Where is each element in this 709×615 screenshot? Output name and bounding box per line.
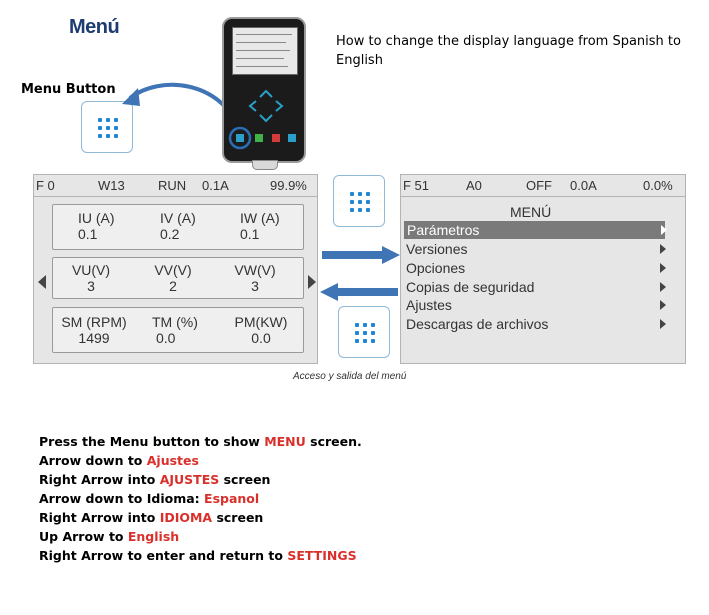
- figure-caption: Acceso y salida del menú: [293, 371, 407, 382]
- step-line: Press the Menu button to show MENU scree…: [39, 434, 362, 449]
- page-title: Menú: [69, 16, 120, 38]
- chevron-right-icon: [661, 225, 667, 235]
- grid-dots-icon: [98, 118, 120, 140]
- menu-key-exit-button[interactable]: [338, 306, 390, 358]
- menu-item-ajustes[interactable]: Ajustes: [406, 296, 666, 314]
- current-group: [52, 204, 304, 250]
- right-status-a: A0: [466, 178, 482, 193]
- menu-item-copias-de-seguridad[interactable]: Copias de seguridad: [406, 278, 666, 296]
- step-line: Arrow down to Ajustes: [39, 453, 199, 468]
- speed-group: [52, 307, 304, 353]
- metric-cell: VW(V)3: [234, 262, 276, 294]
- device-keypad: [222, 17, 306, 170]
- menu-item-versiones[interactable]: Versiones: [406, 240, 666, 258]
- metric-cell: TM (%)0.0: [152, 314, 198, 346]
- chevron-right-icon: [660, 263, 666, 273]
- metric-cell: IW (A)0.1: [240, 210, 280, 242]
- left-arrow-icon: [320, 283, 398, 301]
- chevron-right-icon: [660, 300, 666, 310]
- right-menu-panel: [400, 174, 686, 364]
- menu-screen-title: MENÚ: [510, 204, 552, 220]
- chevron-right-icon: [660, 244, 666, 254]
- instruction-steps: Press the Menu button to show MENU scree…: [39, 432, 362, 565]
- right-status-off: OFF: [526, 178, 552, 193]
- grid-dots-icon: [350, 192, 372, 214]
- left-status-amps: 0.1A: [202, 178, 229, 193]
- step-line: Arrow down to Idioma: Espanol: [39, 491, 260, 506]
- menu-key-button[interactable]: [81, 101, 133, 153]
- chevron-right-icon: [660, 282, 666, 292]
- grid-dots-icon: [355, 323, 377, 345]
- navigation-pad-icon: [248, 89, 284, 123]
- scroll-left-icon[interactable]: [37, 274, 47, 290]
- right-status-amps: 0.0A: [570, 178, 597, 193]
- metric-cell: VU(V)3: [71, 262, 111, 294]
- metric-cell: VV(V)2: [154, 262, 192, 294]
- left-status-pct: 99.9%: [270, 178, 307, 193]
- right-status-pct: 0.0%: [643, 178, 673, 193]
- menu-key-enter-button[interactable]: [333, 175, 385, 227]
- menu-button-label: Menu Button: [21, 82, 116, 97]
- divider: [400, 196, 686, 197]
- left-status-run: RUN: [158, 178, 187, 193]
- metric-cell: IU (A)0.1: [78, 210, 115, 242]
- right-arrow-icon: [322, 246, 400, 264]
- device-screen: [232, 27, 298, 75]
- step-line: Up Arrow to English: [39, 529, 180, 544]
- device-base: [252, 160, 278, 170]
- left-status-w: W13: [98, 178, 125, 193]
- device-keys-icon: [228, 126, 296, 150]
- menu-item-opciones[interactable]: Opciones: [406, 259, 666, 277]
- metric-cell: PM(KW)0.0: [234, 314, 288, 346]
- voltage-group: [52, 257, 304, 299]
- step-line: Right Arrow into IDIOMA screen: [39, 510, 264, 525]
- right-status-f: F 51: [403, 178, 430, 193]
- menu-item-parametros[interactable]: Parámetros: [404, 221, 667, 239]
- divider: [33, 196, 318, 197]
- step-line: Right Arrow into AJUSTES screen: [39, 472, 271, 487]
- metric-cell: IV (A)0.2: [160, 210, 196, 242]
- intro-text: How to change the display language from …: [336, 34, 681, 68]
- step-line: Right Arrow to enter and return to SETTI…: [39, 548, 357, 563]
- chevron-right-icon: [660, 319, 666, 329]
- metric-cell: SM (RPM)1499: [61, 314, 127, 346]
- scroll-right-icon[interactable]: [307, 274, 317, 290]
- left-status-f: F 0: [36, 178, 55, 193]
- menu-item-descargas-de-archivos[interactable]: Descargas de archivos: [406, 315, 666, 333]
